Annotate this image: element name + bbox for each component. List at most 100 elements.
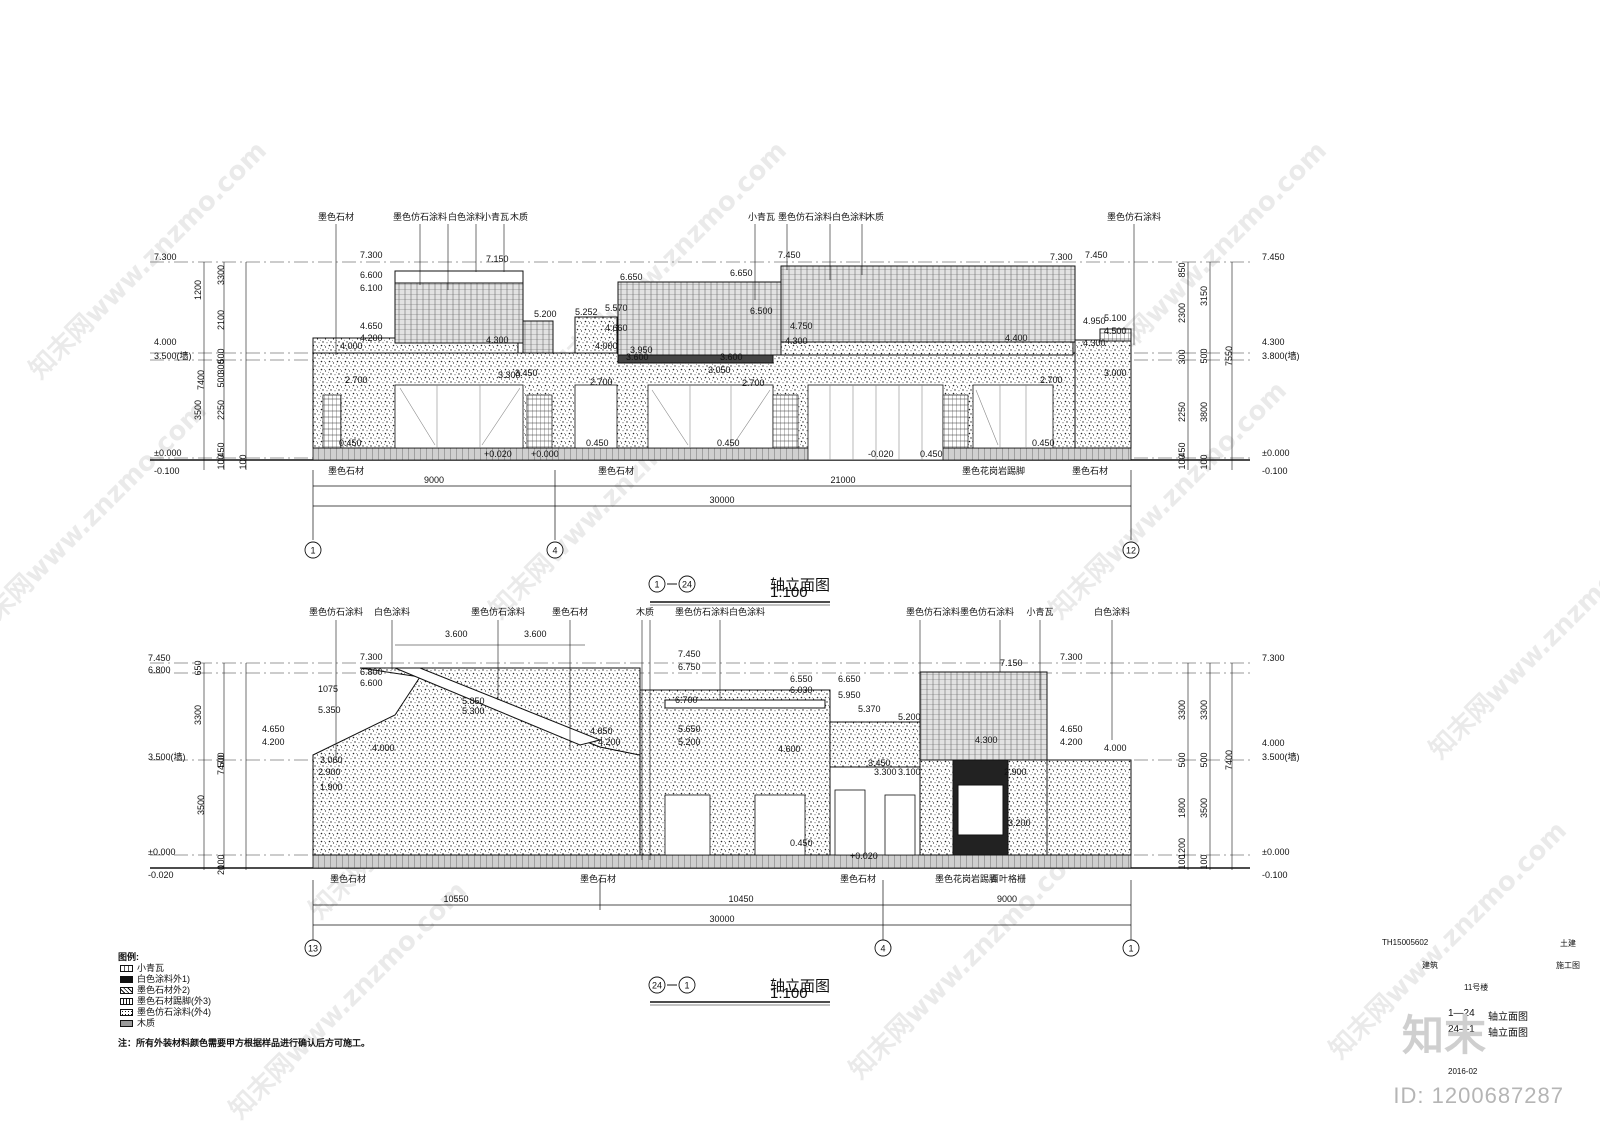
e1-inner-level-33: 7.450 [778,250,801,260]
roof-block-3 [574,316,618,354]
e1-title-axis-b [678,575,696,593]
e1-level-right-3: ±0.000 [1262,448,1289,458]
watermark-id: ID: 1200687287 [1393,1083,1564,1108]
e1-inner-level-8: 4.300 [486,335,509,345]
legend-item: 木质 [118,1018,211,1029]
e2-inner-level-26: 3.450 [868,758,891,768]
e1-dim-right-9: 100 [1177,454,1187,469]
e2-inner-level-20: 5.200 [678,737,701,747]
e2-level-right-1: 4.000 [1262,738,1285,748]
e1-axis-1-label: 4 [552,546,557,556]
e2-inner-level-7: 4.000 [372,743,395,753]
e2-inner-level-6: 4.200 [262,737,285,747]
e2-inner-level-33: 7.300 [1060,652,1083,662]
middle-parapet [664,699,826,709]
e2-inner-level-8: 5.850 [462,696,485,706]
annotation-text-layer: 墨色石材墨色仿石涂料白色涂料小青瓦木质小青瓦墨色仿石涂料白色涂料木质墨色仿石涂料… [148,211,1300,1002]
e1-dim-left-11: 100 [238,454,248,469]
plinth-band [312,447,1132,461]
lattice-window [957,784,1004,836]
e2-inner-level-15: 6.650 [838,674,861,684]
e1-inner-level-32: 6.500 [750,306,773,316]
e1-inner-level-41: 4.500 [1104,326,1127,336]
e1-inner-level-22: 3.450 [515,368,538,378]
e2-scale: 1:100 [770,985,808,1002]
roof-block-2 [522,320,554,354]
roof-block-1-cap [394,270,524,284]
e1-inner-level-17: 3.300 [498,370,521,380]
roof-ridge-stair [394,667,602,746]
e1-inner-level-7: 4.000 [340,341,363,351]
e1-level-right-0: 7.450 [1262,252,1285,262]
e1-inner-level-31: 6.650 [730,268,753,278]
e1-material-2: 白色涂料 [448,211,484,222]
e1-material-5: 墨色仿石涂料白色涂料 [778,211,868,222]
e1-material-1: 墨色仿石涂料 [393,211,447,222]
e1-title: 轴立面图 [770,577,830,594]
e1-level-left-4: -0.100 [154,466,180,476]
e2-level-right-2: 3.500(墙) [1262,751,1300,762]
e2-dim-right-1: 3300 [1199,700,1209,720]
e2-bottom-mat-3: 墨色花岗岩踢脚 [935,873,998,884]
e2-dim-right-4: 7400 [1224,750,1234,770]
e1-inner-level-18: 3.050 [708,365,731,375]
legend-label: 小青瓦 [137,963,165,973]
roof-block-tile [919,671,1048,761]
e1-bottom-mat-1: 墨色花岗岩踢脚 [962,465,1025,476]
e2-dim-right-5: 1800 [1177,798,1187,818]
e1-inner-level-10: 5.252 [575,307,598,317]
e1-inner-level-27: +0.000 [531,449,559,459]
e1-dim-left-9: 450 [216,442,226,457]
e2-inner-level-19: 5.650 [678,724,701,734]
legend-swatch-gray [120,1020,133,1027]
e1-inner-level-37: 7.300 [1050,252,1073,262]
roof-block-low [829,721,921,768]
e2-dim-left-6: 20 [216,865,226,875]
e1-material-4: 木质 [510,211,528,222]
e2-inner-level-37: 4.000 [1104,743,1127,753]
e2-axis-0 [304,939,322,957]
e1-dim-right-10: 100 [1199,454,1209,469]
e1-material-7: 木质 [866,211,884,222]
e2-inner-level-32: 7.150 [1000,658,1023,668]
e2-span-1: 10450 [728,894,753,904]
e1-dim-right-5: 7550 [1224,346,1234,366]
elevation-1 [150,224,1250,540]
watermark-logo: 知末 [1402,1011,1487,1060]
watermark-text: 知末网www.znzmo.com [24,136,273,385]
e2-inner-level-9: 5.300 [462,706,485,716]
e1-inner-level-12: 4.660 [605,323,628,333]
e1-inner-level-5: 4.650 [360,321,383,331]
e1-inner-level-0: 7.300 [360,250,383,260]
e2-inner-level-38: 3.200 [1008,818,1031,828]
e2-dim-left-1: 3300 [193,705,203,725]
e1-inner-level-38: 7.450 [1085,250,1108,260]
project-number: TH15005602 [1382,938,1429,947]
e2-inner-level-41: 3.060 [320,755,343,765]
watermark-text: 知末网www.znzmo.com [224,876,473,1125]
e2-title-axis-a-label: 24 [652,981,662,991]
e2-material-5: 墨色仿石涂料白色涂料 [675,606,765,617]
e2-axis-2-label: 1 [1128,944,1133,954]
roof-block-4 [617,281,782,356]
e1-dim-left-7: 3500 [193,400,203,420]
drawing-1-axis: 1—24 [1448,1008,1475,1019]
e2-inner-level-16: 6.030 [790,685,813,695]
e1-inner-level-36: 4.400 [1005,333,1028,343]
e1-level-right-2: 3.800(墙) [1262,350,1300,361]
e2-dim-right-8: 100 [1177,854,1187,869]
e1-inner-level-29: 0.450 [920,449,943,459]
e2-inner-level-31: +0.020 [850,851,878,861]
e1-material-8: 墨色仿石涂料 [1107,211,1161,222]
right-end-wall [1046,759,1132,856]
drawing-1-name: 轴立面图 [1488,1012,1528,1023]
e2-inner-level-30: 0.450 [790,838,813,848]
e2-inner-level-14: 6.550 [790,674,813,684]
e1-dim-left-2: 2100 [216,310,226,330]
legend-item: 白色涂料外1) [118,974,211,985]
e1-axis-0 [304,541,322,559]
legend-item: 墨色石材踢脚(外3) [118,996,211,1007]
drawing-2-name: 轴立面图 [1488,1028,1528,1039]
e2-inner-level-39: 2.900 [1004,767,1027,777]
